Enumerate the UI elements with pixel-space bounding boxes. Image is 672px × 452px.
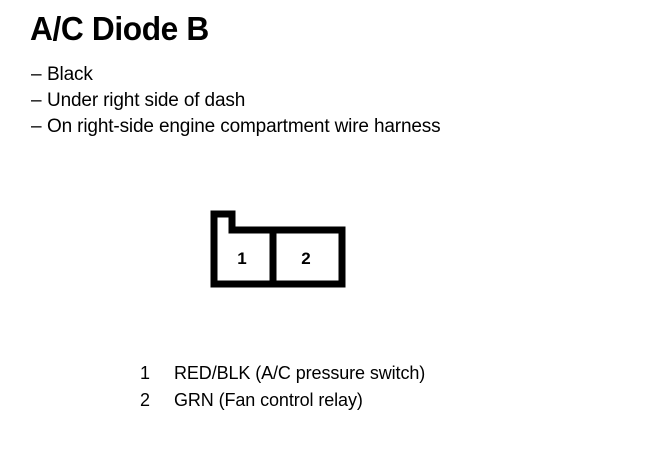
bullet-dash-icon: – — [31, 64, 42, 85]
list-item: – On right-side engine compartment wire … — [31, 114, 641, 140]
legend-row: 1 RED/BLK (A/C pressure switch) — [140, 360, 560, 387]
list-item-label: Black — [47, 64, 93, 85]
bullet-dash-icon: – — [31, 116, 42, 137]
description-list: – Black – Under right side of dash – On … — [31, 62, 641, 140]
pin-number-1: 1 — [237, 249, 246, 268]
connector-body-outline — [210, 210, 346, 288]
bullet-dash-icon: – — [31, 90, 42, 111]
pin-number-2: 2 — [301, 249, 310, 268]
connector-diagram: 1 2 — [208, 208, 358, 298]
page-title: A/C Diode B — [30, 10, 209, 47]
pin-legend: 1 RED/BLK (A/C pressure switch) 2 GRN (F… — [140, 360, 560, 414]
list-item: – Black — [31, 62, 641, 88]
list-item-label: Under right side of dash — [47, 90, 246, 111]
list-item: – Under right side of dash — [31, 88, 641, 114]
legend-row: 2 GRN (Fan control relay) — [140, 387, 560, 414]
connector-outline-svg: 1 2 — [210, 210, 346, 288]
legend-pin-number: 1 — [140, 363, 150, 383]
legend-pin-description: RED/BLK (A/C pressure switch) — [174, 363, 426, 383]
legend-pin-description: GRN (Fan control relay) — [174, 390, 363, 410]
list-item-label: On right-side engine compartment wire ha… — [47, 116, 441, 137]
legend-pin-number: 2 — [140, 390, 150, 410]
